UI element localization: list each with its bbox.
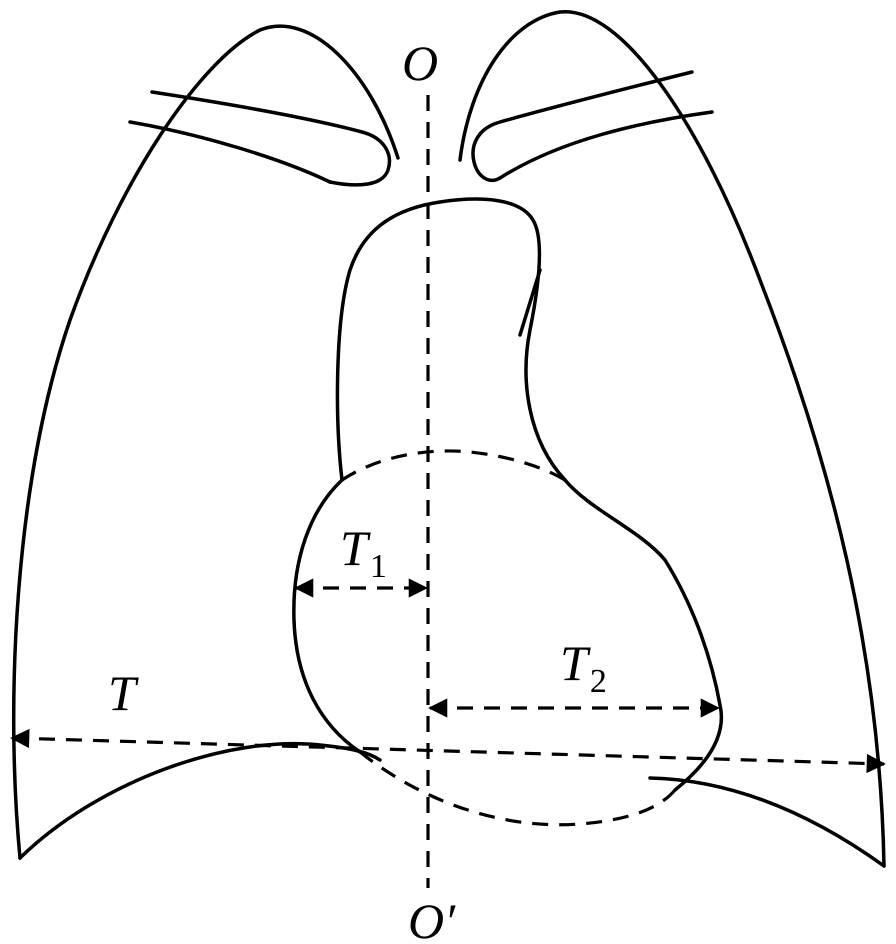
label-t: T: [108, 665, 139, 721]
left-clavicle-upper: [471, 70, 694, 183]
right-clavicle-lower: [128, 120, 332, 184]
label-t1-sub: 1: [370, 548, 387, 585]
left-diaphragm: [648, 776, 886, 868]
right-lung-outline: [12, 24, 400, 860]
label-o-bottom: O′: [408, 893, 456, 944]
mediastinum-contour: [335, 197, 567, 482]
thoracic-width-line: [10, 728, 886, 774]
right-clavicle-upper: [150, 90, 392, 187]
label-t2-main: T: [560, 635, 591, 691]
heart-upper-dashed: [341, 449, 566, 482]
label-t1-main: T: [340, 520, 371, 576]
heart-lower-dashed: [359, 750, 677, 827]
heart-right-border: [292, 478, 362, 754]
label-t2-sub: 2: [590, 663, 607, 700]
label-o-top: O: [402, 35, 438, 91]
left-lung-outline: [458, 10, 886, 868]
right-diaphragm: [18, 741, 382, 860]
left-clavicle-lower: [498, 110, 714, 180]
label-t1: T1: [340, 520, 387, 585]
aortic-knob-mark: [518, 268, 542, 337]
label-t2: T2: [560, 635, 607, 700]
heart-left-border: [563, 478, 724, 792]
